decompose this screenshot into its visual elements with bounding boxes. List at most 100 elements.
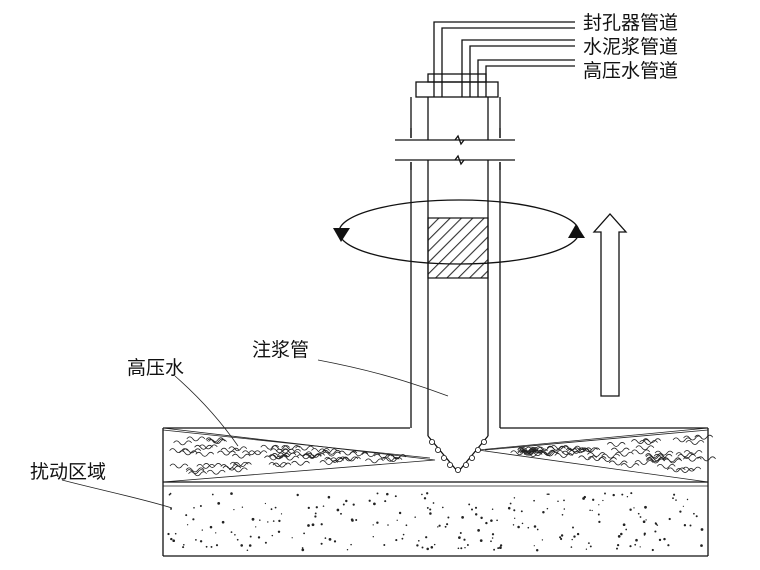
water-wave [562,445,581,451]
soil-dot [376,492,379,495]
soil-dot [604,492,606,495]
water-wave [188,471,207,477]
soil-dot [673,493,676,496]
soil-dot [616,547,618,550]
soil-dot [296,493,299,497]
soil-dot [342,503,345,506]
soil-dot [433,543,436,546]
soil-dot [490,540,492,543]
water-wave [233,462,252,467]
water-wave [587,452,606,457]
water-wave [656,463,676,469]
soil-dot [547,493,550,496]
soil-dot [429,508,432,511]
soil-dot [170,507,172,510]
soil-dot [572,526,574,529]
soil-dot [651,548,654,552]
water-wave [606,442,626,447]
soil-dot [668,517,671,521]
water-wave [311,448,330,453]
soil-dot [257,536,261,539]
water-wave [579,447,598,453]
soil-dot [221,520,225,524]
soil-dot [460,547,463,550]
soil-dot [170,537,173,541]
soil-dot [423,497,427,500]
water-wave [306,453,326,458]
soil-dot [630,492,633,495]
soil-dot [546,507,549,510]
soil-dot [654,522,657,525]
soil-dot [570,546,573,548]
water-wave [318,448,338,454]
soil-dot [314,512,317,515]
soil-dot [346,549,349,551]
soil-dot [598,520,601,524]
soil-dot [373,502,376,506]
soil-dot [658,538,662,542]
soil-dot [307,524,310,527]
soil-dot [490,519,493,522]
water-wave [672,437,692,443]
soil-dot [535,548,539,552]
water-wave [196,463,216,469]
water-wave [556,450,576,455]
water-wave [203,463,222,468]
water-wave [561,450,581,456]
soil-dot [291,537,293,539]
water-wave [319,460,339,465]
soil-dot [457,547,460,550]
soil-dot [345,499,348,503]
soil-dot [533,545,535,547]
water-wave [598,457,617,462]
water-wave [685,440,705,445]
soil-dot [497,547,500,550]
water-wave [587,456,607,461]
soil-dot [430,546,434,549]
water-wave [322,449,341,455]
soil-dot [384,500,387,503]
water-wave [194,444,213,450]
high-pressure-water-label: 高压水 [127,357,184,379]
soil-dot [683,524,687,527]
soil-dot [414,516,416,518]
water-wave [566,448,586,454]
soil-dot [527,526,530,529]
soil-dot [395,539,398,542]
soil-dot [352,503,355,506]
soil-dot [401,537,404,540]
water-wave [550,445,569,450]
soil-dot [421,493,423,496]
soil-dot [520,510,523,513]
soil-dot [589,545,592,548]
water-wave [185,467,205,473]
sealer-pipe-label: 封孔器管道 [583,12,678,34]
soil-dot [633,507,635,509]
water-wave [229,467,248,473]
soil-dot [167,532,170,536]
soil-dot [493,548,496,551]
soil-dot [583,495,586,499]
soil-dot [509,502,512,505]
water-wave [198,444,218,450]
soil-dot [168,493,171,496]
soil-dot [278,519,281,523]
soil-dot [209,525,213,529]
soil-dot [642,520,646,524]
soil-dot [444,525,447,528]
water-wave [653,453,673,459]
soil-dot [251,517,255,521]
soil-dot [639,546,641,548]
soil-dot [464,546,466,549]
water-wave [683,450,703,455]
soil-dot [592,498,595,501]
soil-dot [432,502,435,504]
nozzle-hole [434,446,441,453]
water-wave [231,453,251,459]
water-marks-left [169,436,407,477]
soil-dot [560,537,563,541]
water-wave [228,446,248,452]
soil-dot [468,503,471,506]
soil-dot [587,542,590,545]
